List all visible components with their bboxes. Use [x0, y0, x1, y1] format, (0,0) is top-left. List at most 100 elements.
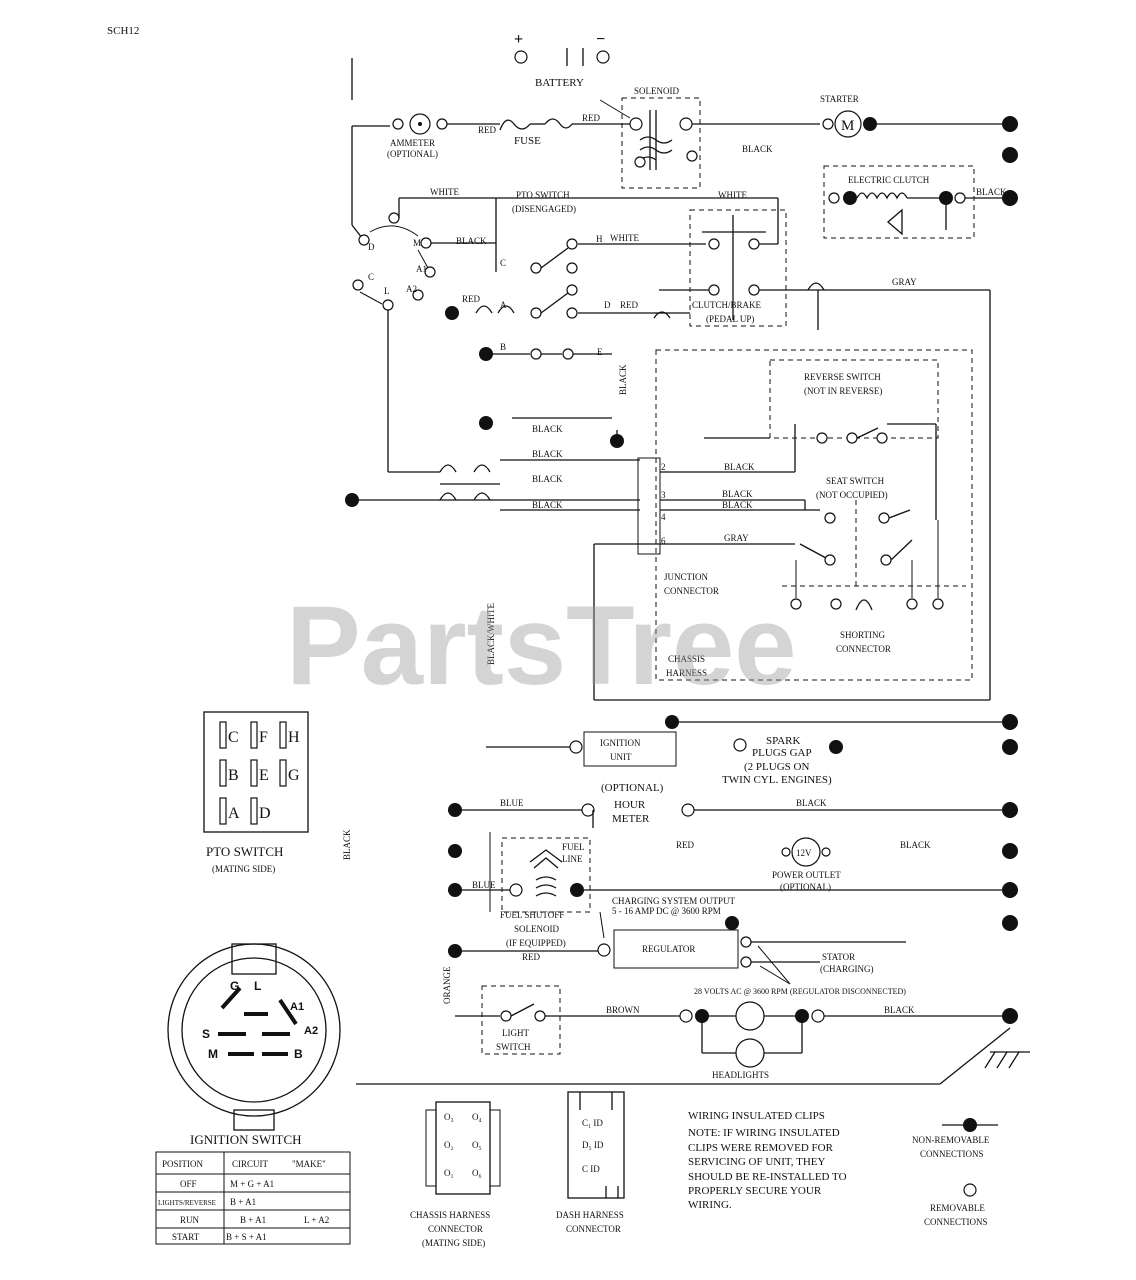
headlights-label: HEADLIGHTS: [712, 1070, 769, 1080]
pto-switch-label: PTO SWITCH: [516, 190, 570, 200]
reverse-switch-label: REVERSE SWITCH: [804, 372, 881, 382]
regulator-label: REGULATOR: [642, 944, 695, 954]
term-a2: A2: [406, 284, 417, 294]
solenoid-label: SOLENOID: [634, 86, 679, 96]
table-row-off-circuit: M + G + A1: [230, 1179, 274, 1189]
hour-meter-optional: (OPTIONAL): [601, 782, 664, 794]
spark-note-1: (2 PLUGS ON: [744, 761, 809, 773]
note-line-3: CLIPS WERE REMOVED FOR: [688, 1142, 834, 1154]
wire-red-5: RED: [676, 840, 695, 850]
table-row-off: OFF: [180, 1179, 197, 1189]
light-switch-label-2: SWITCH: [496, 1042, 531, 1052]
chassis-connector-side: (MATING SIDE): [422, 1238, 485, 1248]
wire-black-1: BLACK: [456, 236, 487, 246]
spark-plugs: SPARK PLUGS GAP (2 PLUGS ON TWIN CYL. EN…: [722, 735, 843, 786]
pto-mate-b: B: [228, 767, 239, 784]
fuel-solenoid-label: FUEL SHUTOFF: [500, 910, 564, 920]
ign-s: S: [202, 1027, 210, 1041]
table-row-start: START: [172, 1232, 200, 1242]
note-line-5: SHOULD BE RE-INSTALLED TO: [688, 1171, 847, 1183]
ignition-unit-label-2: UNIT: [610, 752, 632, 762]
pto-switch: PTO SWITCH (DISENGAGED) H WHITE D RED: [512, 190, 706, 319]
chassis-connector-label: CHASSIS HARNESS: [410, 1210, 490, 1220]
table-row-lights: LIGHTS/REVERSE: [158, 1199, 216, 1207]
table-header-position: POSITION: [162, 1159, 204, 1169]
fuel-solenoid-note: (IF EQUIPPED): [506, 938, 566, 948]
term-m: M: [413, 238, 421, 248]
legend-non-removable-2: CONNECTIONS: [920, 1149, 984, 1159]
power-outlet-optional: (OPTIONAL): [780, 882, 831, 892]
wire-black-clutch: BLACK: [976, 187, 1007, 197]
ign-g: G: [230, 979, 239, 993]
shorting-connector-label-2: CONNECTOR: [836, 644, 891, 654]
note-line-7: WIRING.: [688, 1199, 732, 1211]
pto-b: B: [500, 342, 506, 352]
wire-blue-1: BLUE: [500, 798, 524, 808]
stator: STATOR (CHARGING): [820, 952, 874, 974]
dash-connector-label-2: CONNECTOR: [566, 1224, 621, 1234]
pto-mate-c: C: [228, 729, 239, 746]
battery-minus: −: [596, 31, 605, 48]
shorting-connector: SHORTING CONNECTOR: [790, 520, 944, 654]
reverse-switch: REVERSE SWITCH (NOT IN REVERSE): [769, 359, 939, 444]
headlights: HEADLIGHTS: [679, 1001, 825, 1080]
jpin-2: 2: [661, 462, 666, 472]
wire-black-6: BLACK: [724, 462, 755, 472]
table-header-make: "MAKE": [292, 1159, 326, 1169]
legend-removable: REMOVABLE: [930, 1203, 985, 1213]
wire-red-6: RED: [522, 952, 541, 962]
charging-spec: 5 - 16 AMP DC @ 3600 RPM: [612, 906, 721, 916]
wire-orange: ORANGE: [442, 966, 452, 1004]
wire-black-solenoid: BLACK: [742, 144, 773, 154]
pto-a: A: [500, 300, 507, 310]
starter-label: STARTER: [820, 94, 859, 104]
pto-mating-side: (MATING SIDE): [212, 864, 275, 874]
chassis-pin-2: O₄: [472, 1112, 482, 1122]
seat-switch-label: SEAT SWITCH: [826, 476, 885, 486]
table-row-lights-circuit: B + A1: [230, 1197, 256, 1207]
pto-switch-mating: C F H B E G A D PTO SWITCH (MATING SIDE): [203, 711, 309, 874]
term-d: D: [368, 242, 375, 252]
hour-meter: (OPTIONAL) HOUR METER: [581, 782, 695, 825]
pto-mate-d: D: [259, 805, 271, 822]
wiring-note: WIRING INSULATED CLIPS NOTE: IF WIRING I…: [688, 1110, 847, 1211]
fuel-line-label: FUEL: [562, 842, 585, 852]
dash-harness-connector: C₁ ID D₅ ID C ID DASH HARNESS CONNECTOR: [556, 1091, 625, 1234]
light-switch: LIGHT SWITCH: [481, 985, 561, 1055]
spark-label: SPARK: [766, 735, 801, 747]
pto-mate-g: G: [288, 767, 300, 784]
jpin-6: 6: [661, 536, 666, 546]
stator-label: STATOR: [822, 952, 855, 962]
dash-pin-2: D₅ ID: [582, 1140, 604, 1150]
jpin-3: 3: [661, 490, 666, 500]
hour-meter-label: HOUR: [614, 799, 646, 811]
fuse: FUSE: [499, 118, 573, 147]
term-l: L: [384, 286, 390, 296]
ignition-unit: IGNITION UNIT: [569, 731, 677, 767]
note-line-6: PROPERLY SECURE YOUR: [688, 1185, 822, 1197]
solenoid: SOLENOID: [599, 86, 701, 189]
battery-plus: +: [514, 31, 523, 48]
dash-pin-3: C ID: [582, 1164, 600, 1174]
wire-red-3: RED: [620, 300, 639, 310]
spark-gap: PLUGS GAP: [752, 747, 812, 759]
note-line-2: NOTE: IF WIRING INSULATED: [688, 1127, 840, 1139]
fuel-shutoff-solenoid: FUEL LINE FUEL SHUTOFF SOLENOID (IF EQUI…: [489, 832, 591, 948]
table-row-start-circuit: B + S + A1: [226, 1232, 267, 1242]
chassis-harness-label-2: HARNESS: [666, 668, 707, 678]
table-row-run: RUN: [180, 1215, 200, 1225]
ignition-table: POSITION CIRCUIT "MAKE" OFF M + G + A1 L…: [155, 1151, 351, 1245]
regulator: REGULATOR: [597, 929, 752, 969]
seat-switch: SEAT SWITCH (NOT OCCUPIED): [782, 476, 966, 590]
chassis-harness-box: [655, 349, 973, 681]
legend-removable-2: CONNECTIONS: [924, 1217, 988, 1227]
ign-a2: A2: [304, 1025, 318, 1037]
page-code: SCH12: [107, 25, 139, 37]
battery-label: BATTERY: [535, 77, 584, 89]
pto-mating-label: PTO SWITCH: [206, 844, 283, 859]
wire-blue-2: BLUE: [472, 880, 496, 890]
chassis-harness-connector: O₃ O₄ O₂ O₅ O₁ O₆ CHASSIS HARNESS CONNEC…: [410, 1101, 501, 1248]
shorting-connector-label: SHORTING: [840, 630, 885, 640]
wire-black-4: BLACK: [532, 474, 563, 484]
fuse-label: FUSE: [514, 135, 541, 147]
